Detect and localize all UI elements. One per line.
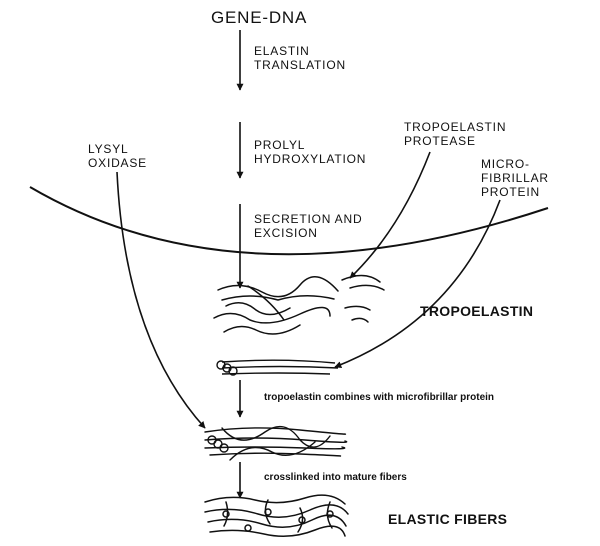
arrow-protease: [349, 151, 431, 279]
label-tropoelastin-protease: TROPOELASTIN PROTEASE: [404, 120, 507, 148]
label-crosslinked: crosslinked into mature fibers: [264, 472, 407, 483]
elastic-fibre-network: [204, 494, 349, 537]
cell-membrane: [29, 186, 549, 256]
label-lysyl-oxidase: LYSYL OXIDASE: [88, 142, 147, 170]
label-gene-dna: GENE-DNA: [211, 8, 308, 27]
label-tropoelastin: TROPOELASTIN: [420, 303, 534, 319]
label-secretion-excision: SECRETION AND EXCISION: [254, 212, 363, 240]
arrow-lysyl-oxidase: [116, 171, 206, 429]
tropoelastin-strands: [213, 274, 385, 335]
fibre-bundle: [204, 425, 348, 461]
label-prolyl-hydroxylation: PROLYL HYDROXYLATION: [254, 138, 367, 166]
arrow-microfibrillar: [334, 199, 501, 368]
label-elastic-fibers: ELASTIC FIBERS: [388, 511, 508, 527]
label-elastin-translation: ELASTIN TRANSLATION: [254, 44, 346, 72]
combined-fibril: [216, 359, 339, 376]
label-combines: tropoelastin combines with microfibrilla…: [264, 392, 495, 403]
label-microfibrillar-protein: MICRO- FIBRILLAR PROTEIN: [481, 157, 549, 199]
